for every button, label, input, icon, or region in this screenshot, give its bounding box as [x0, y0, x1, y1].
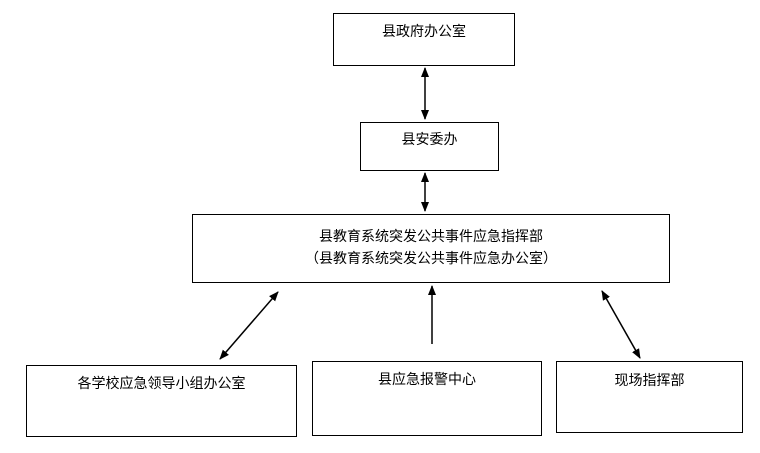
- connector-command-school: [219, 291, 279, 360]
- node-label: 县政府办公室: [382, 24, 466, 40]
- node-label: 现场指挥部: [614, 373, 685, 389]
- node-label-line1: 县教育系统突发公共事件应急指挥部: [319, 229, 543, 245]
- connector-command-field: [601, 290, 641, 359]
- node-onsite-command: 现场指挥部: [556, 361, 743, 433]
- node-label-line2: （县教育系统突发公共事件应急办公室）: [305, 251, 557, 267]
- node-county-emergency-alarm-center: 县应急报警中心: [312, 361, 542, 436]
- node-label: 各学校应急领导小组办公室: [77, 376, 246, 392]
- node-county-safety-committee-office: 县安委办: [360, 122, 499, 171]
- node-emergency-command: 县教育系统突发公共事件应急指挥部 （县教育系统突发公共事件应急办公室）: [192, 214, 670, 283]
- node-label: 县应急报警中心: [378, 372, 476, 388]
- node-school-leading-group-office: 各学校应急领导小组办公室: [26, 365, 297, 437]
- node-county-gov-office: 县政府办公室: [333, 13, 515, 66]
- node-label: 县安委办: [401, 132, 458, 148]
